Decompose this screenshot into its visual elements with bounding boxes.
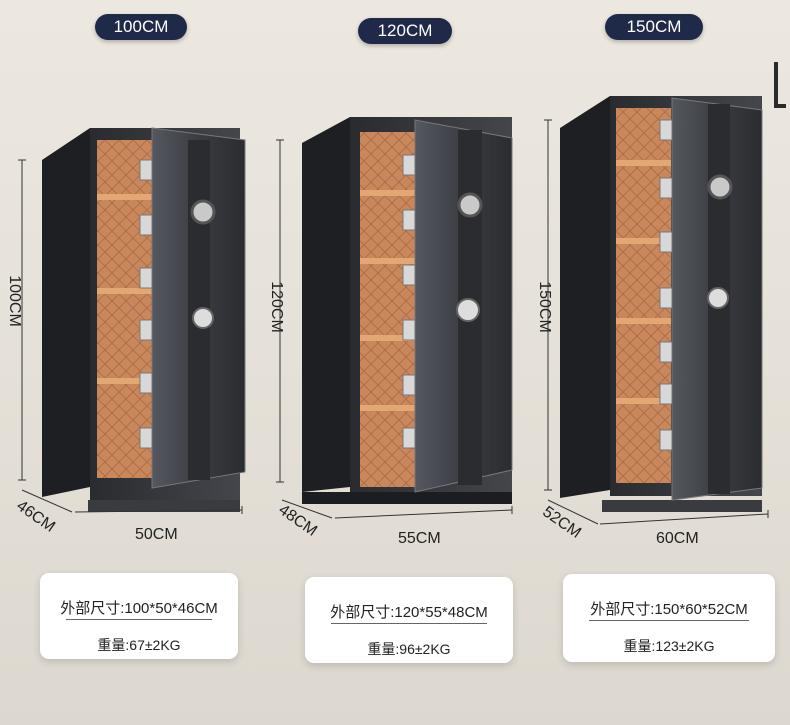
height-badge-150: 150CM — [605, 14, 703, 40]
size-text: 外部尺寸:150*60*52CM — [590, 601, 748, 618]
size-text: 外部尺寸:100*50*46CM — [60, 600, 218, 617]
height-dim-150: 150CM — [535, 281, 553, 333]
safe-150cm — [560, 96, 763, 512]
safe-120cm — [302, 117, 513, 504]
size-text: 外部尺寸:120*55*48CM — [330, 604, 488, 621]
divider — [331, 623, 487, 624]
weight-text: 重量:96±2KG — [367, 641, 451, 657]
divider — [66, 619, 212, 620]
height-badge-120: 120CM — [358, 18, 452, 44]
dimension-lines — [18, 119, 769, 525]
spec-card-120: 外部尺寸:120*55*48CM 重量:96±2KG — [305, 577, 513, 663]
height-badge-100: 100CM — [95, 14, 187, 40]
width-dim-60: 60CM — [656, 530, 699, 547]
safes-illustration — [18, 96, 769, 525]
spec-card-150: 外部尺寸:150*60*52CM 重量:123±2KG — [563, 574, 775, 662]
divider — [589, 620, 749, 621]
safe-100cm — [42, 127, 246, 512]
width-dim-55: 55CM — [398, 530, 441, 547]
height-dim-100: 100CM — [5, 275, 23, 327]
width-dim-50: 50CM — [135, 526, 178, 543]
spec-card-100: 外部尺寸:100*50*46CM 重量:67±2KG — [40, 573, 238, 659]
weight-text: 重量:123±2KG — [623, 638, 715, 654]
height-dim-120: 120CM — [267, 281, 285, 333]
decorative-letter — [774, 62, 786, 108]
weight-text: 重量:67±2KG — [97, 637, 181, 653]
